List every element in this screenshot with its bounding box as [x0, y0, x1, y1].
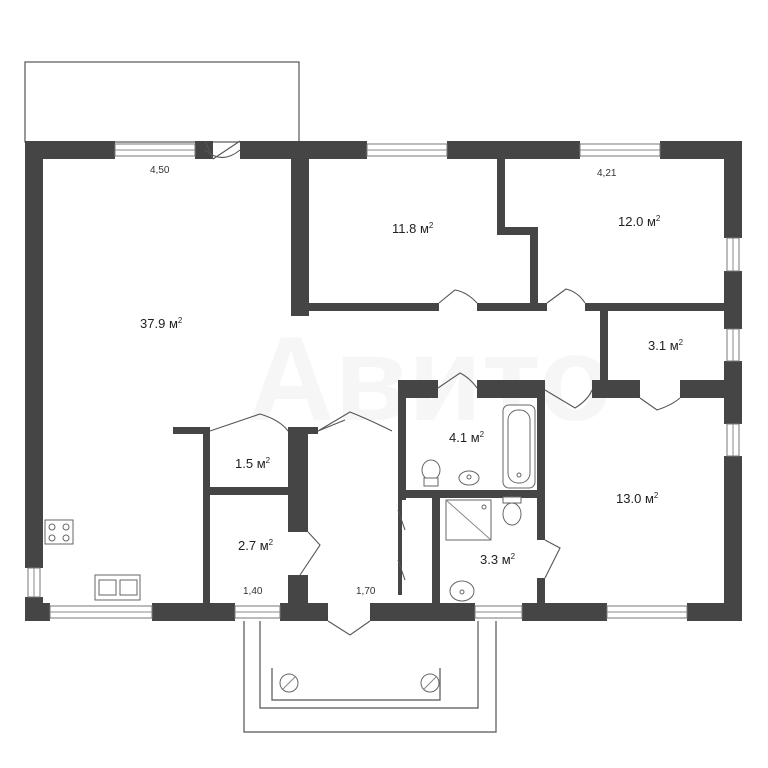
doors [204, 140, 681, 636]
wc-toilet-icon [502, 502, 522, 526]
room-area-closet: 1.5 м2 [235, 456, 271, 471]
watermark-logo: Авито [248, 312, 613, 446]
dimension-bottom-entry: 1,40 [243, 586, 263, 597]
room-area-bedroom-3: 13.0 м2 [616, 491, 659, 506]
room-area-bedroom-2: 12.0 м2 [618, 214, 661, 229]
dimension-labels: 4,50 4,21 1,40 1,70 [150, 165, 617, 597]
dimension-bottom-hall: 1,70 [356, 586, 376, 597]
dimension-top-left: 4,50 [150, 165, 170, 176]
porch [243, 621, 497, 733]
dimension-top-right: 4,21 [597, 168, 617, 179]
toilet-icon [421, 459, 441, 481]
room-area-storage: 3.1 м2 [648, 338, 684, 353]
room-labels: 37.9 м2 11.8 м2 12.0 м2 3.1 м2 4.1 м2 1.… [140, 214, 684, 567]
fixtures [44, 404, 536, 602]
room-area-bedroom-1: 11.8 м2 [392, 221, 434, 236]
room-area-wc: 3.3 м2 [480, 552, 516, 567]
exterior-walls [25, 141, 742, 621]
room-area-bathroom: 4.1 м2 [449, 430, 485, 445]
windows [27, 143, 740, 619]
interior-walls [173, 141, 742, 613]
room-area-vestibule: 2.7 м2 [238, 538, 274, 553]
stove-icon [44, 519, 74, 545]
terrace-outline [24, 61, 300, 143]
room-area-living-kitchen: 37.9 м2 [140, 316, 183, 331]
